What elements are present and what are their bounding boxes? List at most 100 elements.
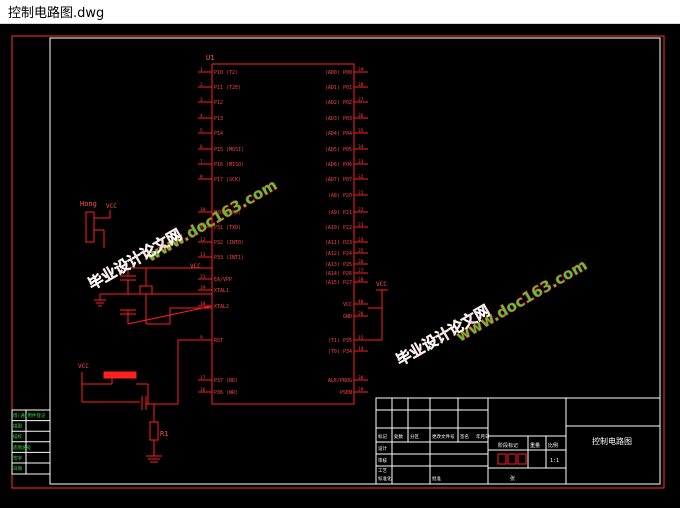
pin-number: 28 [358,277,364,283]
pin-name: P37 (RD) [214,378,238,384]
pin-name: P14 [214,131,223,137]
pin-name: P10 (T2) [214,70,238,76]
pin-number: 11 [200,222,206,228]
title-block-scale: 1:1 [550,458,559,464]
side-table-label: 描图 [13,423,22,430]
pin-number: 38 [358,82,364,88]
chip-body [211,63,355,405]
side-table-label: 日期 [13,466,22,472]
pin-number: 15 [358,335,364,341]
chip-pin-right: 24(A11) P23 [325,237,368,246]
title-block-mark: 更改文件号 [432,433,455,440]
pin-number: 25 [358,248,364,254]
title-block-mark: 分区 [410,433,419,440]
title-block-mark: 处数 [394,433,403,440]
pin-name: (T0) P34 [328,349,352,355]
title-block-weight-label: 重量 [530,442,540,449]
pin-name: P32 (INT0) [214,240,244,246]
pin-number: 20 [358,311,364,317]
header-connector [85,210,111,248]
title-block-rows: 设计审核工艺标准化批准 [378,445,441,482]
title-block-stage-label: 阶段标记 [498,442,518,449]
title-block-ratio-label: 比例 [548,442,558,449]
title-block-sheet: 张 [510,475,515,482]
pin-name: PSEN [340,390,352,396]
pin-name: (AD4) P04 [325,131,352,137]
window-title-bar: 控制电路图.dwg [0,0,680,24]
title-block-marks: 标记处数分区更改文件号签名年月日 [378,433,490,440]
pin-name: (T1) P35 [328,338,352,344]
sheet-border-outer [11,35,665,489]
pin-name: XTAL1 [214,288,229,294]
pin-name: VCC [343,302,352,308]
pin-name: (AD0) P00 [325,70,352,76]
pin-name: (AD2) P02 [325,100,352,106]
chip-pin-right: 27 (A14) P26 [325,268,368,277]
pin-number: 22 [358,207,364,213]
side-table-label: 描校 [13,433,22,440]
pin-name: P17 (SCK) [214,177,241,183]
pin-name: P16 (MISO) [214,162,244,168]
chip-pin-right: 22(A9) P21 [328,207,368,216]
pin-name: (A14) P26 [325,271,352,277]
pin-number: 17 [200,375,206,381]
pin-number: 21 [358,190,364,196]
pin-number: 31 [200,274,206,280]
title-block-row-label: 工艺 [378,468,387,474]
pin-name: (AD7) P07 [325,177,352,183]
pin-number: 27 [358,268,364,274]
pin-name: (AD1) P01 [325,85,352,91]
pin-number: 5 [200,128,203,134]
pin-name: (AD3) P03 [325,116,352,122]
title-block-stage-boxes [497,453,527,465]
chip-pin-right: 15 (T1) P35 [328,335,368,344]
chip-ref: U1 [206,54,214,62]
title-block-drawing-name: 控制电路图 [592,436,632,446]
header-vcc-label: VCC [106,203,117,210]
pin-number: 7 [200,159,203,165]
reset-circuit [81,339,212,463]
pin-name: EA/VPP [214,277,232,283]
pin-number: 2 [200,82,203,88]
chip-pin-right: 35(AD4) P04 [325,128,368,137]
chip-pin-right: 34(AD5) P05 [325,144,368,153]
crystal-circuit [94,267,213,325]
chip-pin-right: 38 (AD1) P01 [325,82,368,91]
pin-number: 10 [200,207,206,213]
chip-pin-right: 23(A10) P22 [325,222,368,231]
title-block [375,397,661,485]
resistor-label: R1 [160,430,168,438]
pin-number: 4 [200,113,203,119]
pin-number: 33 [358,159,364,165]
pin-name: XTAL2 [214,304,229,310]
pin-number: 40 [358,299,364,305]
pin-name: GND [343,314,352,320]
pin-number: 14 [358,346,364,352]
pin-name: P12 [214,100,223,106]
vcc-rail-right [368,289,388,341]
pin-name: (A13) P25 [325,262,352,268]
title-block-mark: 年月日 [476,433,490,440]
title-block-row-label: 审核 [378,457,387,464]
title-block-row-label: 设计 [378,445,387,452]
pin-number: 12 [200,237,206,243]
pin-number: 23 [358,222,364,228]
pin-number: 18 [200,301,206,307]
pin-number: 24 [358,237,364,243]
